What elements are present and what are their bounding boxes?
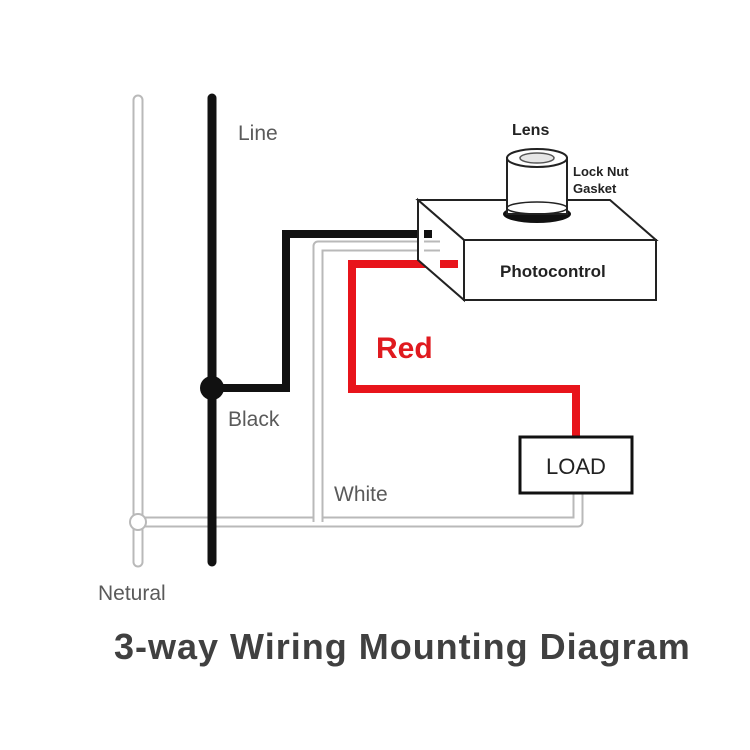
red-label: Red [376,332,433,365]
junction-dot [200,376,224,400]
photocontrol-label: Photocontrol [500,262,606,281]
load-box [518,435,634,495]
load-label: LOAD [546,454,606,479]
red-wire [348,260,580,437]
photocontrol-box [415,197,659,303]
white-return-wire [138,492,584,528]
neutral-label: Netural [98,582,166,605]
lens [503,148,571,223]
white-wire [312,240,428,522]
diagram-title: 3-way Wiring Mounting Diagram [114,626,691,667]
lock-nut-label: Lock Nut [573,164,629,179]
neutral-junction-dot [129,513,147,531]
lens-label: Lens [512,122,549,139]
white-label: White [334,483,388,506]
black-label: Black [228,408,280,431]
gasket-label: Gasket [573,181,617,196]
line-label: Line [238,122,278,145]
black-wire [212,230,428,392]
